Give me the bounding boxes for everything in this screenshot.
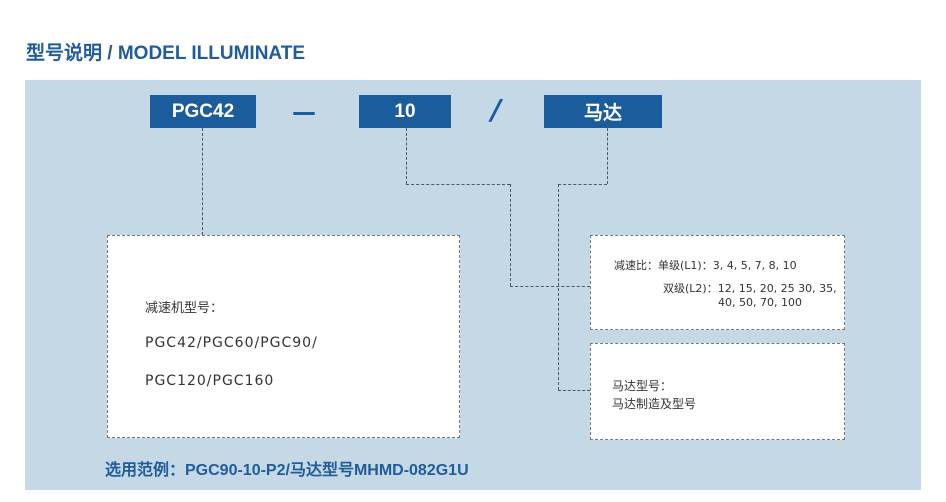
- motor-description: 马达制造及型号: [612, 397, 697, 411]
- motor-heading: 马达型号：: [612, 379, 673, 393]
- connector-ratio-horizontal: [406, 184, 510, 185]
- motor-code-label: 马达: [583, 103, 622, 124]
- connector-model: [202, 128, 203, 235]
- reducer-models-line2: PGC120/PGC160: [145, 373, 275, 389]
- connector-ratio-down: [406, 128, 407, 184]
- model-code-label: PGC42: [171, 100, 235, 122]
- ratio-code-box: 10: [359, 95, 451, 128]
- reducer-models-line1: PGC42/PGC60/PGC90/: [145, 335, 318, 351]
- dash-separator: —: [292, 98, 316, 126]
- ratio-double-stage-cont: 40, 50, 70, 100: [718, 296, 802, 309]
- reducer-model-box: [107, 235, 460, 438]
- page-title: 型号说明 / MODEL ILLUMINATE: [26, 43, 306, 64]
- model-code-box: PGC42: [150, 95, 256, 128]
- ratio-double-stage: 双级(L2)：12, 15, 20, 25 30, 35,: [663, 282, 837, 295]
- connector-motor-horizontal: [558, 184, 607, 185]
- connector-motor-down2: [558, 184, 559, 390]
- slash-separator: /: [491, 93, 502, 126]
- selection-example: 选用范例：PGC90-10-P2/马达型号MHMD-082G1U: [105, 462, 469, 479]
- connector-ratio-down2: [510, 184, 511, 286]
- motor-box: [590, 343, 845, 440]
- motor-code-box: 马达: [544, 95, 662, 128]
- ratio-code-label: 10: [394, 100, 416, 122]
- ratio-box: [590, 235, 845, 330]
- connector-motor-down: [607, 128, 608, 184]
- connector-ratio-to-box: [510, 286, 590, 287]
- reducer-heading: 减速机型号：: [145, 301, 224, 316]
- connector-motor-to-box: [558, 390, 590, 391]
- ratio-single-stage: 减速比：单级(L1)：3, 4, 5, 7, 8, 10: [614, 259, 797, 272]
